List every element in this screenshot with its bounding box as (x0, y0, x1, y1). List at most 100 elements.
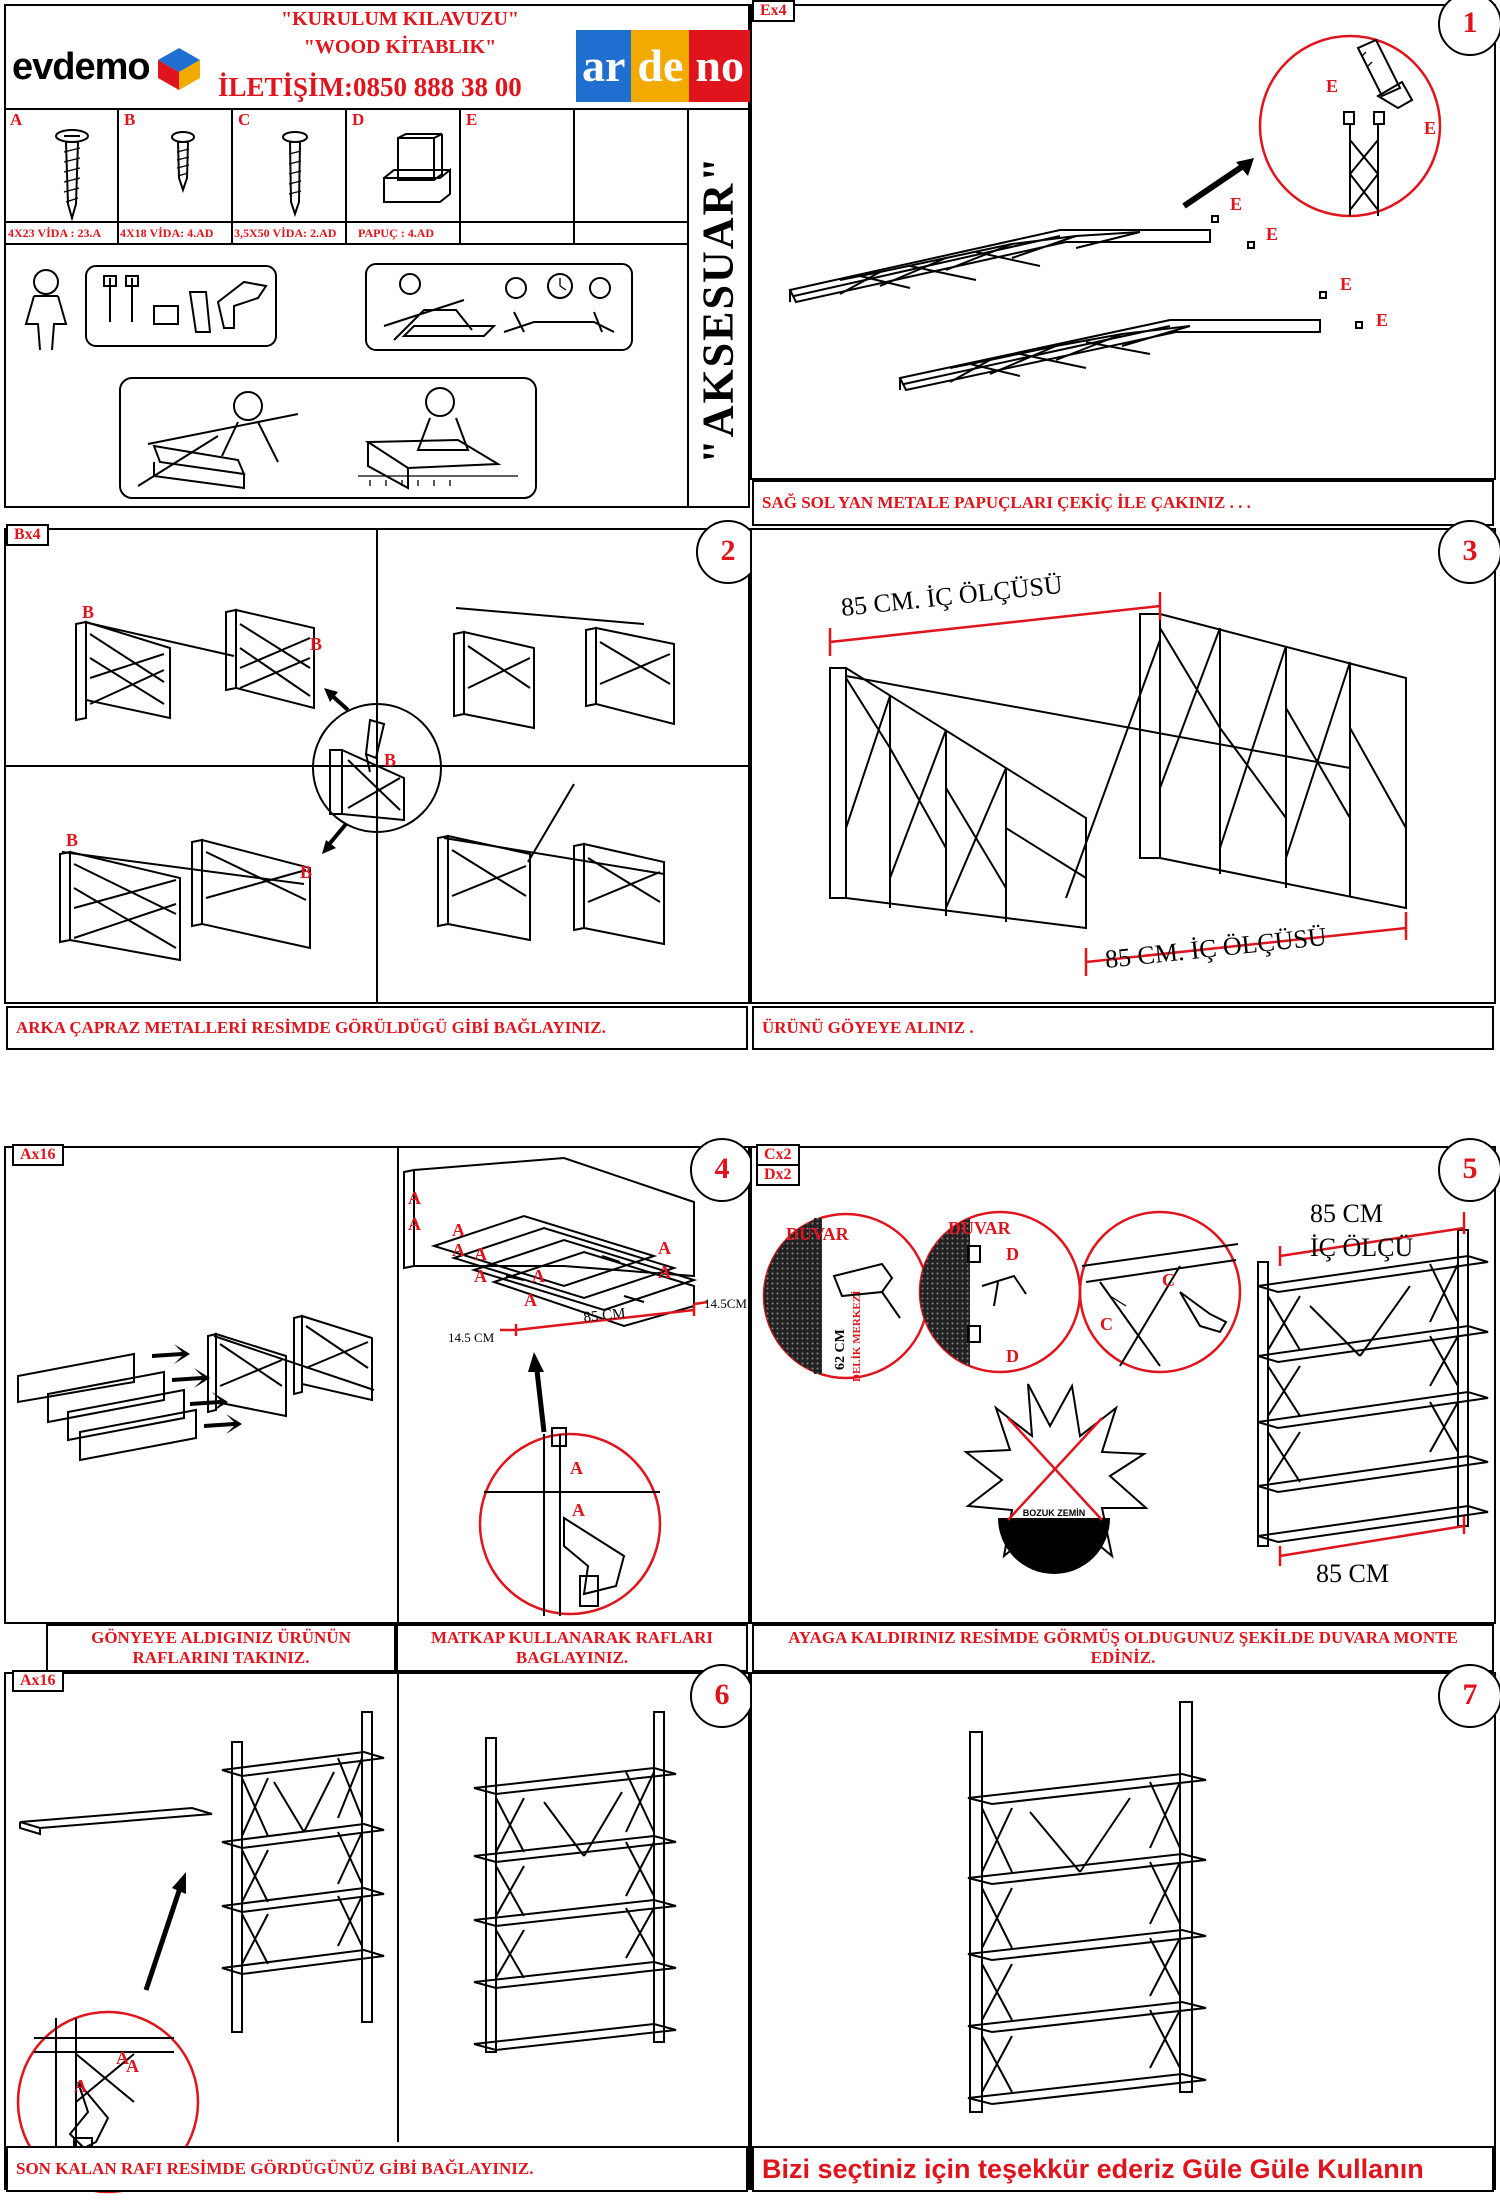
title-line1: "KURULUM KILAVUZU" (281, 8, 519, 30)
step-5-bad-floor: BOZUK ZEMİN (1023, 1508, 1086, 1518)
step-2-tag: Bx4 (6, 524, 49, 546)
svg-text:D: D (1006, 1346, 1019, 1366)
step-4-tag: Ax16 (12, 1144, 64, 1166)
step-7-caption: Bizi seçtiniz için teşekkür ederiz Güle … (752, 2146, 1494, 2192)
svg-text:A: A (452, 1240, 465, 1260)
step-1-tag: Ex4 (752, 0, 795, 22)
svg-text:E: E (1340, 274, 1352, 294)
svg-text:E: E (1266, 224, 1278, 244)
ardeno-logo: ar de no (576, 30, 751, 102)
step-7-number: 7 (1438, 1664, 1500, 1728)
part-letter-b: B (124, 110, 136, 129)
screw-b-icon (171, 131, 195, 194)
svg-text:B: B (66, 830, 78, 850)
step-4-caption-left: GÖNYEYE ALDIGINIZ ÜRÜNÜN RAFLARINI TAKIN… (46, 1624, 396, 1672)
step-5-caption: AYAGA KALDIRINIZ RESİMDE GÖRMÜŞ OLDUGUNU… (752, 1624, 1494, 1672)
contact-phone: İLETİŞİM:0850 888 38 00 (218, 72, 522, 102)
accessory-title-text: "AKSESUAR" (693, 154, 743, 464)
step-1-illustration: E E E E E E (788, 34, 1442, 392)
svg-text:E: E (1326, 76, 1338, 96)
step-4-number: 4 (690, 1138, 754, 1202)
step-3-dim-top: 85 CM. İÇ ÖLÇÜSÜ (840, 570, 1065, 622)
logo-de: de (631, 30, 690, 102)
step-6-number: 6 (690, 1664, 754, 1728)
step-4-dim-left: 14.5 CM (448, 1330, 495, 1345)
step-5-illustration: DUVAR 62 CM DELİK MERKEZİ DUVAR D D C C … (762, 1199, 1489, 1588)
svg-text:A: A (408, 1188, 421, 1208)
svg-text:A: A (524, 1290, 537, 1310)
part-letter-c: C (238, 110, 251, 129)
step-5-drill-height: 62 CM (833, 1329, 848, 1370)
part-letter-a: A (10, 110, 23, 129)
step-6-illustration: A A A (16, 1672, 677, 2194)
logo-no: no (689, 30, 751, 102)
svg-text:A: A (408, 1214, 421, 1234)
svg-text:C: C (1100, 1314, 1113, 1334)
step-7-panel (750, 1672, 1496, 2190)
part-letter-e: E (466, 110, 478, 129)
step-7-illustration (967, 1701, 1207, 2113)
svg-text:D: D (1006, 1244, 1019, 1264)
svg-text:B: B (384, 750, 396, 770)
step-1-number: 1 (1438, 0, 1500, 56)
step-5-dim-inner: İÇ ÖLÇÜ (1310, 1233, 1414, 1262)
svg-text:E: E (1230, 194, 1242, 214)
step-4-illustration: 85 CM 14.5 CM 14.5CM AA AA AA AA AA A A (17, 1146, 747, 1624)
tools-pictogram (24, 265, 277, 351)
svg-text:B: B (300, 862, 312, 882)
svg-text:A: A (572, 1500, 585, 1520)
step-5-tag-2: Dx2 (756, 1164, 800, 1186)
svg-text:A: A (116, 2048, 129, 2068)
step-5-panel (750, 1146, 1496, 1624)
part-label-b: 4X18 VİDA: 4.AD (120, 226, 214, 240)
svg-text:E: E (1424, 118, 1436, 138)
svg-text:A: A (532, 1266, 545, 1286)
carry-pictogram (119, 377, 537, 499)
shoe-d-icon (383, 133, 451, 203)
step-1-caption: SAĞ SOL YAN METALE PAPUÇLARI ÇEKİÇ İLE Ç… (752, 480, 1494, 526)
svg-text:C: C (1162, 1270, 1175, 1290)
step-5-number: 5 (1438, 1138, 1500, 1202)
step-5-dim-top: 85 CM (1310, 1199, 1383, 1228)
step-2-illustration: B B B B B (4, 528, 750, 1004)
step-3-caption: ÜRÜNÜ GÖYEYE ALINIZ . (752, 1006, 1494, 1050)
step-3-number: 3 (1438, 520, 1500, 584)
screw-a-icon (55, 129, 89, 222)
svg-text:A: A (658, 1262, 671, 1282)
step-4-panel (4, 1146, 750, 1624)
svg-text:A: A (570, 1458, 583, 1478)
part-label-d: PAPUÇ : 4.AD (358, 226, 435, 240)
parts-grid-lines (4, 108, 689, 508)
step-2-number: 2 (696, 520, 760, 584)
step-6-tag: Ax16 (12, 1670, 64, 1692)
step-5-dim-bottom: 85 CM (1316, 1559, 1389, 1588)
svg-text:A: A (452, 1220, 465, 1240)
caution-pictogram (365, 263, 633, 351)
logo-ar: ar (576, 30, 632, 102)
brand-logo: evdemo (12, 46, 151, 88)
step-4-dim-mid: 85 CM (583, 1306, 627, 1326)
step-5-wall-2: DUVAR (948, 1218, 1012, 1238)
title-line2: "WOOD KİTABLIK" (303, 36, 497, 58)
step-3-illustration: 85 CM. İÇ ÖLÇÜSÜ 85 CM. İÇ ÖLÇÜSÜ (828, 570, 1408, 976)
part-label-c: 3,5X50 VİDA: 2.AD (234, 226, 337, 240)
step-4-caption-right: MATKAP KULLANARAK RAFLARI BAGLAYINIZ. (396, 1624, 748, 1672)
accessory-title: "AKSESUAR" (688, 114, 748, 504)
svg-text:A: A (658, 1238, 671, 1258)
svg-text:B: B (82, 602, 94, 622)
svg-text:A: A (474, 1266, 487, 1286)
step-4-dim-right: 14.5CM (704, 1296, 747, 1311)
part-letter-d: D (352, 110, 365, 129)
svg-text:A: A (126, 2056, 139, 2076)
brand-cube-icon (158, 48, 200, 90)
svg-text:A: A (74, 2076, 87, 2096)
step-5-drill-center: DELİK MERKEZİ (851, 1291, 863, 1382)
svg-text:E: E (1376, 310, 1388, 330)
svg-text:B: B (310, 634, 322, 654)
svg-text:A: A (474, 1244, 487, 1264)
step-5-wall-1: DUVAR (786, 1224, 850, 1244)
step-6-caption: SON KALAN RAFI RESİMDE GÖRDÜGÜNÜZ GİBİ B… (6, 2146, 748, 2192)
step-3-dim-bottom: 85 CM. İÇ ÖLÇÜSÜ (1104, 922, 1329, 974)
screw-c-icon (282, 131, 308, 218)
part-label-a: 4X23 VİDA : 23.A (8, 226, 102, 240)
